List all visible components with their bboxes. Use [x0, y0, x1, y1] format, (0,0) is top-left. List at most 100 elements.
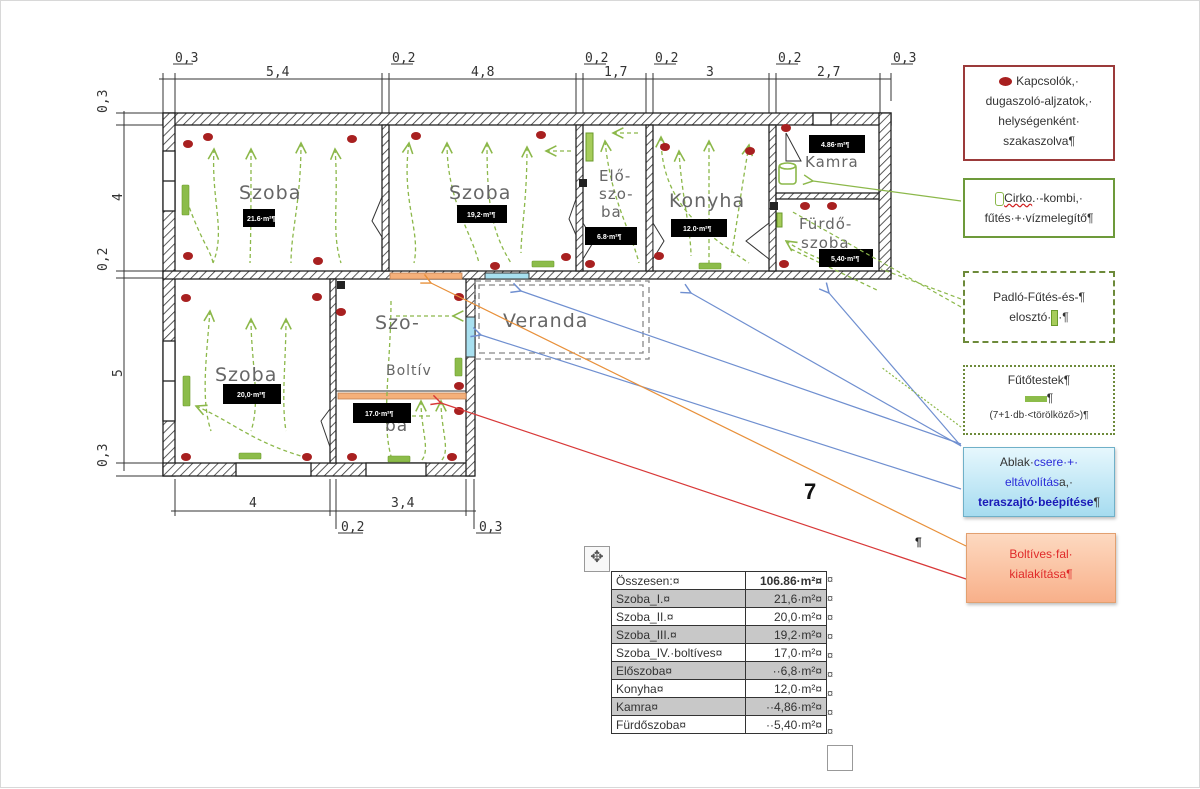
svg-text:4: 4	[111, 193, 126, 201]
room-name-cell[interactable]: Összesen:¤	[611, 571, 746, 590]
svg-text:0,2: 0,2	[392, 51, 415, 66]
room-label-konyha: Konyha	[669, 190, 745, 212]
svg-text:0,3: 0,3	[96, 90, 111, 113]
row-end-mark: ¤	[827, 593, 834, 605]
table-row: Szoba_IV.·boltíves¤17,0·m²¤	[611, 643, 827, 662]
outlet-dot-icon	[999, 77, 1013, 87]
dimension-labels-left: 0,3 4 0,2 5 0,3	[96, 90, 126, 467]
svg-text:Szo-: Szo-	[375, 312, 420, 334]
svg-text:3: 3	[706, 65, 714, 80]
table-row: Előszoba¤··6,8·m²¤	[611, 661, 827, 680]
area-table: Összesen:¤106.86·m²¤Szoba_I.¤21,6·m²¤Szo…	[611, 571, 827, 734]
svg-text:6.8·m²¶: 6.8·m²¶	[597, 234, 622, 241]
legend-arch-wall: Boltíves·fal· kialakítása¶	[966, 533, 1116, 603]
row-end-mark: ¤	[827, 612, 834, 624]
svg-text:1,7: 1,7	[604, 65, 627, 80]
row-end-mark: ¤	[827, 726, 834, 738]
room-area-cell[interactable]: 106.86·m²¤	[745, 571, 827, 590]
room-name-cell[interactable]: Szoba_II.¤	[611, 607, 746, 626]
room-name-cell[interactable]: Szoba_IV.·boltíves¤	[611, 643, 746, 662]
room-label-kamra: Kamra	[805, 153, 859, 171]
svg-text:0,2: 0,2	[778, 51, 801, 66]
room-name-cell[interactable]: Előszoba¤	[611, 661, 746, 680]
svg-text:2,7: 2,7	[817, 65, 840, 80]
row-end-mark: ¤	[827, 669, 834, 681]
arch-walls	[337, 272, 467, 400]
room-area-cell[interactable]: ··6,8·m²¤	[745, 661, 827, 680]
room-area-cell[interactable]: 17,0·m²¤	[745, 643, 827, 662]
legend-windows: Ablak·csere·+· eltávolítása,· teraszajtó…	[963, 447, 1115, 517]
svg-text:5,40·m²¶: 5,40·m²¶	[831, 256, 860, 263]
dimension-labels-top: 0,3 5,4 0,2 4,8 0,2 1,7 0,2 3 0,2 2,7 0,…	[175, 51, 916, 80]
row-end-mark: ¤	[827, 650, 834, 662]
room-labels: Szoba Szoba Elő- szo- ba Konyha Kamra Fü…	[215, 153, 859, 436]
room-area-cell[interactable]: ··4,86·m²¤	[745, 697, 827, 716]
walls	[162, 112, 892, 477]
room-label-szoba-1: Szoba	[239, 182, 301, 204]
svg-text:4: 4	[249, 496, 257, 511]
radiators	[181, 184, 722, 463]
row-end-mark: ¤	[827, 707, 834, 719]
svg-text:20,0·m²¶: 20,0·m²¶	[237, 392, 266, 399]
manifold-icon	[1051, 309, 1059, 326]
callout-lines	[431, 181, 967, 580]
room-area-cell[interactable]: ··5,40·m²¤	[745, 715, 827, 734]
table-resize-handle[interactable]	[827, 745, 853, 771]
svg-text:5: 5	[111, 369, 126, 377]
svg-text:3,4: 3,4	[391, 496, 415, 511]
svg-text:19,2·m²¶: 19,2·m²¶	[467, 212, 496, 219]
table-move-handle[interactable]: ✥	[584, 546, 610, 572]
row-end-mark: ¤	[827, 688, 834, 700]
floor-heating-manifold	[585, 132, 594, 162]
svg-text:17.0·m²¶: 17.0·m²¶	[365, 411, 394, 418]
room-name-cell[interactable]: Kamra¤	[611, 697, 746, 716]
svg-text:0,2: 0,2	[341, 520, 364, 535]
table-row: Fürdőszoba¤··5,40·m²¤	[611, 715, 827, 734]
boiler-icon	[995, 191, 1005, 206]
svg-text:12.0·m²¶: 12.0·m²¶	[683, 226, 712, 233]
cursor-mark: 7	[804, 479, 817, 504]
room-name-cell[interactable]: Fürdőszoba¤	[611, 715, 746, 734]
room-label-boltiv: Boltív	[386, 363, 432, 379]
svg-text:Elő-: Elő-	[599, 167, 631, 185]
dimension-labels-bottom: 4 3,4 0,2 0,3	[249, 496, 502, 535]
svg-text:ba: ba	[601, 203, 622, 221]
svg-text:4.86·m²¶: 4.86·m²¶	[821, 142, 850, 149]
legend-boiler: Cirko.·-kombi,· fűtés·+·vízmelegítő¶	[963, 178, 1115, 238]
svg-text:0,2: 0,2	[585, 51, 608, 66]
area-tags: 21.6·m²¶ 19,2·m²¶ 6.8·m²¶ 12.0·m²¶ 4.86·…	[223, 135, 873, 423]
room-area-cell[interactable]: 19,2·m²¤	[745, 625, 827, 644]
arch-wall-middle	[337, 392, 467, 400]
room-label-veranda: Veranda	[503, 310, 588, 332]
svg-text:0,3: 0,3	[175, 51, 198, 66]
room-name-cell[interactable]: Szoba_III.¤	[611, 625, 746, 644]
room-area-cell[interactable]: 20,0·m²¤	[745, 607, 827, 626]
table-row: Konyha¤12,0·m²¤	[611, 679, 827, 698]
room-name-cell[interactable]: Konyha¤	[611, 679, 746, 698]
legend-floor-heating: Padló-Fűtés-és-¶ elosztó··¶	[963, 271, 1115, 343]
svg-text:21.6·m²¶: 21.6·m²¶	[247, 216, 276, 223]
svg-text:szoba: szoba	[801, 234, 850, 252]
window-veranda-side	[465, 316, 476, 358]
svg-text:0,2: 0,2	[655, 51, 678, 66]
window-veranda-top	[484, 272, 530, 280]
dimension-lines-bottom	[171, 479, 501, 534]
table-row: Szoba_I.¤21,6·m²¤	[611, 589, 827, 608]
svg-text:0,3: 0,3	[893, 51, 916, 66]
table-row: Szoba_II.¤20,0·m²¤	[611, 607, 827, 626]
radiator-icon	[1024, 395, 1047, 402]
room-area-cell[interactable]: 12,0·m²¤	[745, 679, 827, 698]
svg-text:Fürdő-: Fürdő-	[799, 215, 852, 233]
room-area-cell[interactable]: 21,6·m²¤	[745, 589, 827, 608]
doors	[320, 132, 802, 448]
table-total-row: Összesen:¤106.86·m²¤	[611, 571, 827, 590]
svg-text:5,4: 5,4	[266, 65, 290, 80]
row-end-mark: ¤	[827, 631, 834, 643]
paragraph-mark: ¶	[915, 535, 922, 549]
table-row: Szoba_III.¤19,2·m²¤	[611, 625, 827, 644]
room-name-cell[interactable]: Szoba_I.¤	[611, 589, 746, 608]
room-label-szoba-2: Szoba	[215, 364, 277, 386]
dimension-lines-left	[116, 111, 163, 477]
